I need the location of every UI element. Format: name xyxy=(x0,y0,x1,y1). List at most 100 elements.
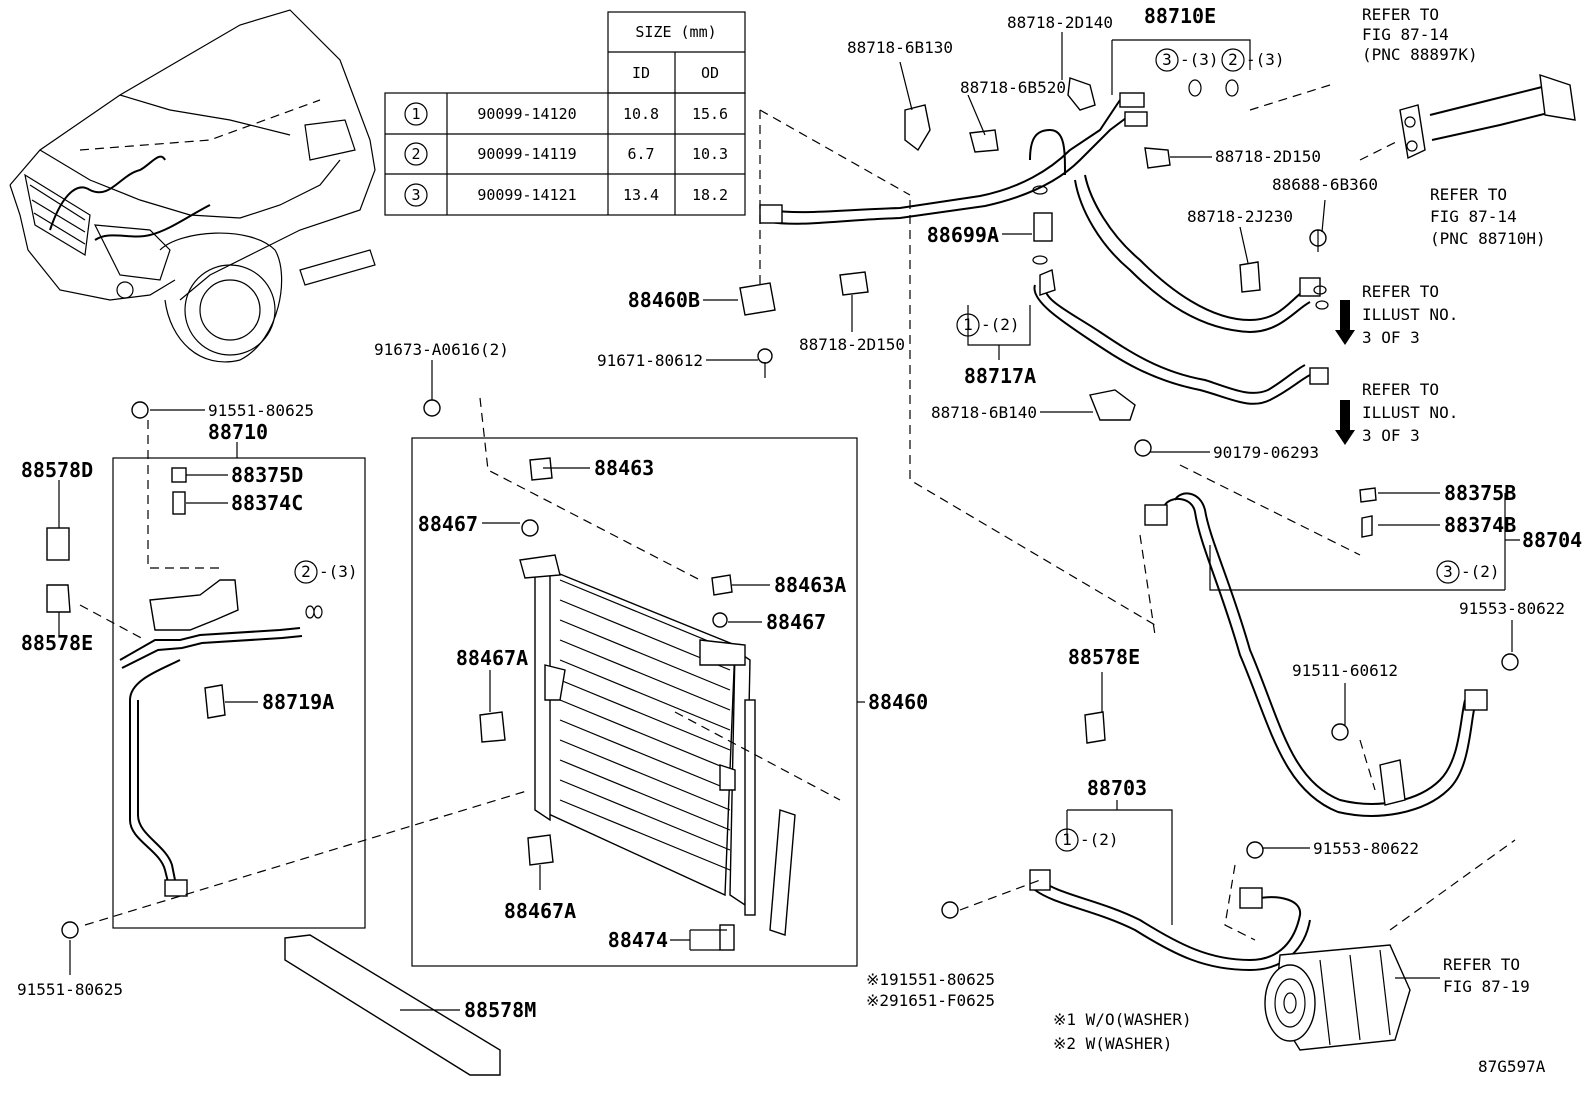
label-88718-2j230: 88718-2J230 xyxy=(1187,207,1293,226)
label-88717a: 88717A xyxy=(964,364,1036,388)
reference-arrows xyxy=(1335,300,1355,445)
label-91551-80625-bottom: 91551-80625 xyxy=(17,980,123,999)
label-88578d: 88578D xyxy=(21,458,93,482)
label-88460b: 88460B xyxy=(628,288,700,312)
size-table: SIZE (mm) ID OD 1 90099-14120 10.8 15.6 … xyxy=(384,11,746,216)
label-88699a: 88699A xyxy=(927,223,999,247)
hose-assembly-88703 xyxy=(941,711,1311,972)
label-88718-6b130: 88718-6B130 xyxy=(847,38,953,57)
label-91511-60612: 91511-60612 xyxy=(1292,661,1398,680)
oring3-qty: -(3) xyxy=(1180,50,1219,69)
label-88467-top: 88467 xyxy=(418,512,478,536)
pipe-assembly-88710 xyxy=(112,420,366,929)
label-88578m: 88578M xyxy=(464,998,536,1022)
table-row-id: 6.7 xyxy=(627,145,654,163)
label-88467a-lower: 88467A xyxy=(504,899,576,923)
label-91671-80612: 91671-80612 xyxy=(597,351,703,370)
ref-illust-2-line2: ILLUST NO. xyxy=(1362,403,1458,422)
label-88474: 88474 xyxy=(608,928,668,952)
ref-fig-87-19-line2: FIG 87-19 xyxy=(1443,977,1530,996)
oring1-qty-88703: -(2) xyxy=(1080,830,1119,849)
label-88375d: 88375D xyxy=(231,463,303,487)
callout-3: 3 xyxy=(1443,562,1453,581)
dashed-guides xyxy=(759,84,1401,196)
label-91673-a0616: 91673-A0616(2) xyxy=(374,340,509,359)
label-88578e-right: 88578E xyxy=(1068,645,1140,669)
oring2-qty-left: -(3) xyxy=(319,562,358,581)
callout-2: 2 xyxy=(301,562,311,581)
oring3-qty-88704: -(2) xyxy=(1461,562,1500,581)
table-row-part: 90099-14120 xyxy=(477,105,576,123)
part-labels: 88718-6B130 88718-2D140 88710E 88718-6B5… xyxy=(17,4,1582,1076)
callout-2: 2 xyxy=(1228,50,1238,69)
ref-mid-right-line2: FIG 87-14 xyxy=(1430,207,1517,226)
label-88463a: 88463A xyxy=(774,573,846,597)
label-91553-80622-top: 91553-80622 xyxy=(1459,599,1565,618)
note-1: ※1 W/O(WASHER) xyxy=(1053,1010,1192,1029)
leader-lines xyxy=(58,32,1520,1011)
oring2-qty: -(3) xyxy=(1246,50,1285,69)
hose-assembly-88704 xyxy=(909,200,1519,817)
rear-pipe-connector xyxy=(1399,73,1576,160)
size-header: SIZE (mm) xyxy=(635,23,716,41)
label-88718-6b520: 88718-6B520 xyxy=(960,78,1066,97)
label-88718-6b140: 88718-6B140 xyxy=(931,403,1037,422)
label-88718-2d140: 88718-2D140 xyxy=(1007,13,1113,32)
callout-1: 1 xyxy=(963,315,973,334)
ref-mid-right-line3: (PNC 88710H) xyxy=(1430,229,1546,248)
oring1-qty-88717a: -(2) xyxy=(981,315,1020,334)
clamps xyxy=(739,77,1327,421)
table-row-od: 18.2 xyxy=(692,186,728,204)
label-88688-6b360: 88688-6B360 xyxy=(1272,175,1378,194)
ref-mid-right-line1: REFER TO xyxy=(1430,185,1507,204)
ref-illust-2-line3: 3 OF 3 xyxy=(1362,426,1420,445)
label-88374c: 88374C xyxy=(231,491,303,515)
label-91551-80625-top: 91551-80625 xyxy=(208,401,314,420)
label-91553-80622-mid: 91553-80622 xyxy=(1313,839,1419,858)
ref-top-right-line3: (PNC 88897K) xyxy=(1362,45,1478,64)
label-88375b: 88375B xyxy=(1444,481,1516,505)
pipe-assembly-upper xyxy=(759,79,1329,405)
compressor xyxy=(1264,839,1516,1051)
callout-3: 3 xyxy=(1162,50,1172,69)
label-88710: 88710 xyxy=(208,420,268,444)
reference-notes: REFER TO FIG 87-14 (PNC 88897K) REFER TO… xyxy=(1362,5,1546,996)
table-row-num: 1 xyxy=(411,105,420,123)
note-bolt-1: ※191551-80625 xyxy=(866,970,995,989)
note-bolt-2: ※291651-F0625 xyxy=(866,991,995,1010)
condenser-88460 xyxy=(411,110,858,967)
label-88460: 88460 xyxy=(868,690,928,714)
ref-top-right-line2: FIG 87-14 xyxy=(1362,25,1449,44)
seal-88578M xyxy=(284,934,501,1076)
ref-fig-87-19-line1: REFER TO xyxy=(1443,955,1520,974)
ref-top-right-line1: REFER TO xyxy=(1362,5,1439,24)
label-88703: 88703 xyxy=(1087,776,1147,800)
table-row-part: 90099-14121 xyxy=(477,186,576,204)
label-90179-06293: 90179-06293 xyxy=(1213,443,1319,462)
label-88467a-upper: 88467A xyxy=(456,646,528,670)
ref-illust-1-line2: ILLUST NO. xyxy=(1362,305,1458,324)
table-row-od: 15.6 xyxy=(692,105,728,123)
id-header: ID xyxy=(632,64,650,82)
label-88710e: 88710E xyxy=(1144,4,1216,28)
od-header: OD xyxy=(701,64,719,82)
ref-illust-1-line3: 3 OF 3 xyxy=(1362,328,1420,347)
ref-illust-1-line1: REFER TO xyxy=(1362,282,1439,301)
label-88718-2d150-mid: 88718-2D150 xyxy=(799,335,905,354)
o-ring-callouts: 3 -(3) 2 -(3) 1 -(2) 2 -(3) 3 -(2) 1 -(2… xyxy=(294,48,1500,852)
figure-code: 87G597A xyxy=(1478,1057,1546,1076)
label-88719a: 88719A xyxy=(262,690,334,714)
label-88467-mid: 88467 xyxy=(766,610,826,634)
table-row-num: 3 xyxy=(411,186,420,204)
table-row-id: 10.8 xyxy=(623,105,659,123)
ref-illust-2-line1: REFER TO xyxy=(1362,380,1439,399)
label-88578e-left: 88578E xyxy=(21,631,93,655)
label-88704: 88704 xyxy=(1522,528,1582,552)
label-88718-2d150-top: 88718-2D150 xyxy=(1215,147,1321,166)
left-small-parts xyxy=(46,401,531,939)
label-88463: 88463 xyxy=(594,456,654,480)
table-row-id: 13.4 xyxy=(623,186,659,204)
table-row-part: 90099-14119 xyxy=(477,145,576,163)
vehicle-illustration xyxy=(9,9,376,363)
note-2: ※2 W(WASHER) xyxy=(1053,1034,1172,1053)
